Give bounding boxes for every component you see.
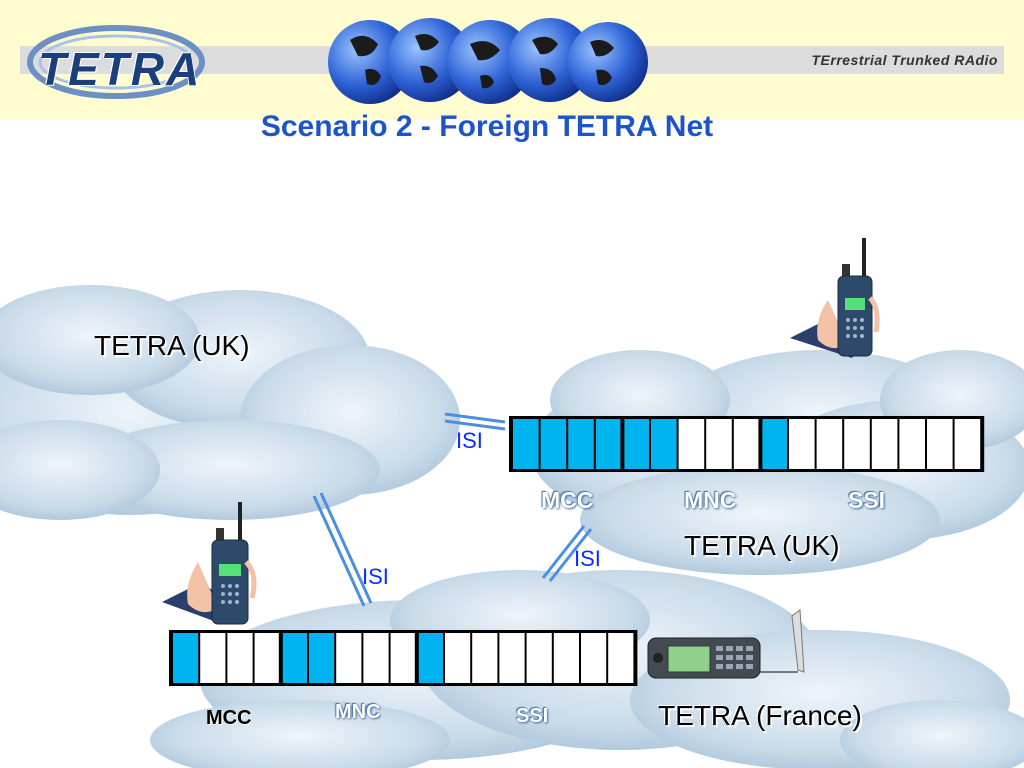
register-cell	[309, 633, 335, 683]
register-cell	[336, 633, 362, 683]
globes-graphic	[328, 18, 648, 104]
register-cell	[526, 633, 552, 683]
register-cell	[608, 633, 634, 683]
register-cell	[363, 633, 389, 683]
register-cell	[472, 633, 498, 683]
mcc-label-top: MCC	[541, 487, 594, 513]
register-cell	[581, 633, 607, 683]
register-field-divider	[414, 633, 419, 683]
ssi-label-top: SSI	[848, 487, 886, 513]
register-cell	[844, 419, 870, 469]
register-cell	[927, 419, 953, 469]
register-cell	[200, 633, 226, 683]
register-cell	[733, 419, 760, 469]
network-label-uk-right: TETRA (UK)	[684, 530, 840, 561]
address-register-bottom	[169, 630, 638, 686]
mobile-radio-icon	[647, 609, 805, 679]
register-cell	[678, 419, 705, 469]
network-label-france: TETRA (France)	[658, 700, 862, 731]
register-cell	[417, 633, 443, 683]
handheld-radio-icon	[790, 238, 880, 358]
cloud-uk-left	[0, 285, 460, 520]
register-cell	[281, 633, 307, 683]
tetra-logo: TETRA	[24, 14, 214, 110]
ssi-label-bottom: SSI	[516, 705, 549, 727]
register-cell	[816, 419, 843, 469]
isi-link-top	[444, 412, 506, 431]
register-cell	[568, 419, 594, 469]
register-cell	[173, 633, 199, 683]
register-cell	[595, 419, 622, 469]
register-cell	[651, 419, 677, 469]
register-cell	[871, 419, 898, 469]
handheld-radio-icon	[162, 502, 257, 625]
register-cell	[954, 419, 981, 469]
address-register-top	[509, 416, 985, 472]
register-cell	[761, 419, 787, 469]
register-cell	[789, 419, 815, 469]
mcc-label-bottom: MCC	[206, 707, 252, 729]
register-cell	[553, 633, 579, 683]
register-cell	[227, 633, 253, 683]
register-cell	[445, 633, 471, 683]
isi-label-top: ISI	[456, 428, 483, 453]
register-field-divider	[620, 419, 625, 469]
register-cell	[513, 419, 539, 469]
globe-icon	[508, 18, 592, 102]
mnc-label-top: MNC	[684, 487, 737, 513]
register-cell	[254, 633, 280, 683]
isi-label-left: ISI	[362, 564, 389, 589]
tagline: TErrestrial Trunked RAdio	[811, 52, 998, 68]
register-cell	[499, 633, 525, 683]
logo-text: TETRA	[38, 43, 202, 95]
logo-swoosh	[27, 25, 205, 99]
network-label-uk-left: TETRA (UK)	[94, 330, 250, 361]
isi-link-right	[541, 525, 593, 582]
register-cell	[540, 419, 567, 469]
register-cell	[623, 419, 649, 469]
slide-title: Scenario 2 - Foreign TETRA Net	[260, 110, 714, 143]
globe-icon	[448, 20, 532, 104]
register-field-divider	[758, 419, 763, 469]
register-cell	[899, 419, 925, 469]
globe-icon	[328, 20, 412, 104]
register-field-divider	[278, 633, 283, 683]
mnc-label-bottom: MNC	[335, 701, 381, 723]
isi-label-right: ISI	[574, 546, 601, 571]
register-cell	[390, 633, 416, 683]
header-banner: TETRA TErrestrial	[0, 0, 1024, 120]
globe-icon	[568, 22, 648, 102]
globe-icon	[388, 18, 472, 102]
isi-link-left	[312, 492, 373, 607]
register-cell	[706, 419, 732, 469]
